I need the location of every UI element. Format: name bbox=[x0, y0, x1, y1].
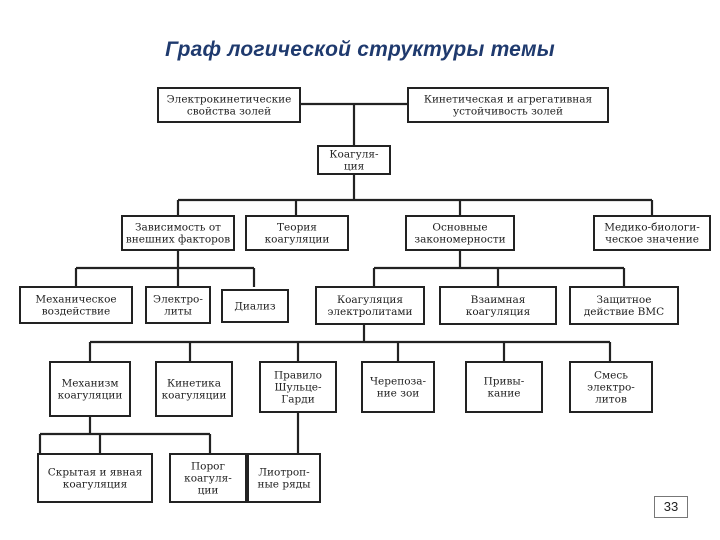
diagram-node: Черепоза-ние зои bbox=[361, 361, 435, 413]
node-label-line: Механизм bbox=[61, 378, 118, 390]
node-label-line: коагуляции bbox=[58, 390, 123, 402]
node-box bbox=[145, 286, 211, 324]
diagram-node: Привы-кание bbox=[465, 361, 543, 413]
node-label-line: ные ряды bbox=[257, 479, 310, 491]
node-label-line: Медико-биологи- bbox=[604, 222, 700, 234]
node-label-line: ческое значение bbox=[605, 234, 699, 246]
node-box bbox=[317, 145, 391, 175]
node-box bbox=[155, 361, 233, 417]
diagram-node: Диализ bbox=[221, 289, 289, 323]
node-label-line: коагуляция bbox=[63, 479, 128, 491]
node-label-line: литов bbox=[595, 394, 627, 406]
node-label-line: Кинетическая и агрегативная bbox=[424, 94, 593, 106]
node-box bbox=[245, 215, 349, 251]
node-label-line: Правило bbox=[274, 370, 322, 382]
node-label-line: коагуля- bbox=[184, 473, 232, 485]
node-box bbox=[407, 87, 609, 123]
diagram-node: Медико-биологи-ческое значение bbox=[593, 215, 711, 251]
node-label-line: внешних факторов bbox=[126, 234, 230, 246]
node-box bbox=[259, 361, 337, 413]
node-label-line: свойства золей bbox=[187, 106, 271, 118]
node-label-line: Электро- bbox=[153, 294, 203, 306]
diagram-node: Лиотроп-ные ряды bbox=[247, 453, 321, 503]
node-label-line: воздействие bbox=[42, 306, 110, 318]
node-label-line: ция bbox=[344, 161, 365, 173]
node-label-line: Коагуля- bbox=[329, 149, 379, 161]
diagram-node: Коагуля-ция bbox=[317, 145, 391, 175]
node-label-line: Шульце- bbox=[274, 382, 322, 394]
node-label-line: ние зои bbox=[377, 388, 420, 400]
node-label-line: коагуляции bbox=[265, 234, 330, 246]
connector-lines bbox=[38, 102, 654, 454]
node-box bbox=[593, 215, 711, 251]
node-label-line: Механическое bbox=[35, 294, 116, 306]
node-box bbox=[315, 286, 425, 325]
node-label-line: коагуляции bbox=[162, 390, 227, 402]
node-label-line: Лиотроп- bbox=[258, 467, 310, 479]
node-box bbox=[49, 361, 131, 417]
node-label-line: коагуляция bbox=[466, 306, 531, 318]
node-label-line: электро- bbox=[587, 382, 635, 394]
diagram-node: Электро-литы bbox=[145, 286, 211, 324]
diagram-node: Кинетическая и агрегативнаяустойчивость … bbox=[407, 87, 609, 123]
node-label-line: устойчивость золей bbox=[453, 106, 563, 118]
node-label-line: Основные bbox=[432, 222, 487, 234]
node-box bbox=[405, 215, 515, 251]
node-label-line: Диализ bbox=[234, 301, 275, 313]
node-label-line: Электрокинетические bbox=[167, 94, 292, 106]
node-box bbox=[221, 289, 289, 323]
node-label-line: литы bbox=[164, 306, 192, 318]
node-box bbox=[37, 453, 153, 503]
node-box bbox=[157, 87, 301, 123]
node-box bbox=[121, 215, 235, 251]
node-label-line: закономерности bbox=[414, 234, 505, 246]
node-label-line: Смесь bbox=[594, 370, 628, 382]
page-number: 33 bbox=[654, 496, 688, 518]
node-label-line: Кинетика bbox=[167, 378, 221, 390]
node-label-line: Теория bbox=[277, 222, 317, 234]
node-box bbox=[169, 453, 247, 503]
node-label-line: Порог bbox=[191, 461, 226, 473]
node-box bbox=[361, 361, 435, 413]
node-box bbox=[465, 361, 543, 413]
node-box bbox=[569, 361, 653, 413]
node-label-line: Скрытая и явная bbox=[48, 467, 143, 479]
node-label-line: ции bbox=[198, 485, 219, 497]
node-box bbox=[439, 286, 557, 325]
node-label-line: Зависимость от bbox=[135, 222, 221, 234]
node-box bbox=[569, 286, 679, 325]
node-label-line: действие ВМС bbox=[584, 306, 664, 318]
slide-title: Граф логической структуры темы bbox=[165, 38, 555, 61]
node-label-line: Коагуляция bbox=[337, 294, 403, 306]
node-label-line: Привы- bbox=[484, 376, 525, 388]
node-label-line: Гарди bbox=[281, 394, 314, 406]
node-label-line: Взаимная bbox=[471, 294, 526, 306]
node-label-line: кание bbox=[487, 388, 520, 400]
node-box bbox=[19, 286, 133, 324]
node-label-line: Черепоза- bbox=[370, 376, 427, 388]
node-label-line: электролитами bbox=[327, 306, 412, 318]
node-box bbox=[247, 453, 321, 503]
node-label-line: Защитное bbox=[597, 294, 652, 306]
